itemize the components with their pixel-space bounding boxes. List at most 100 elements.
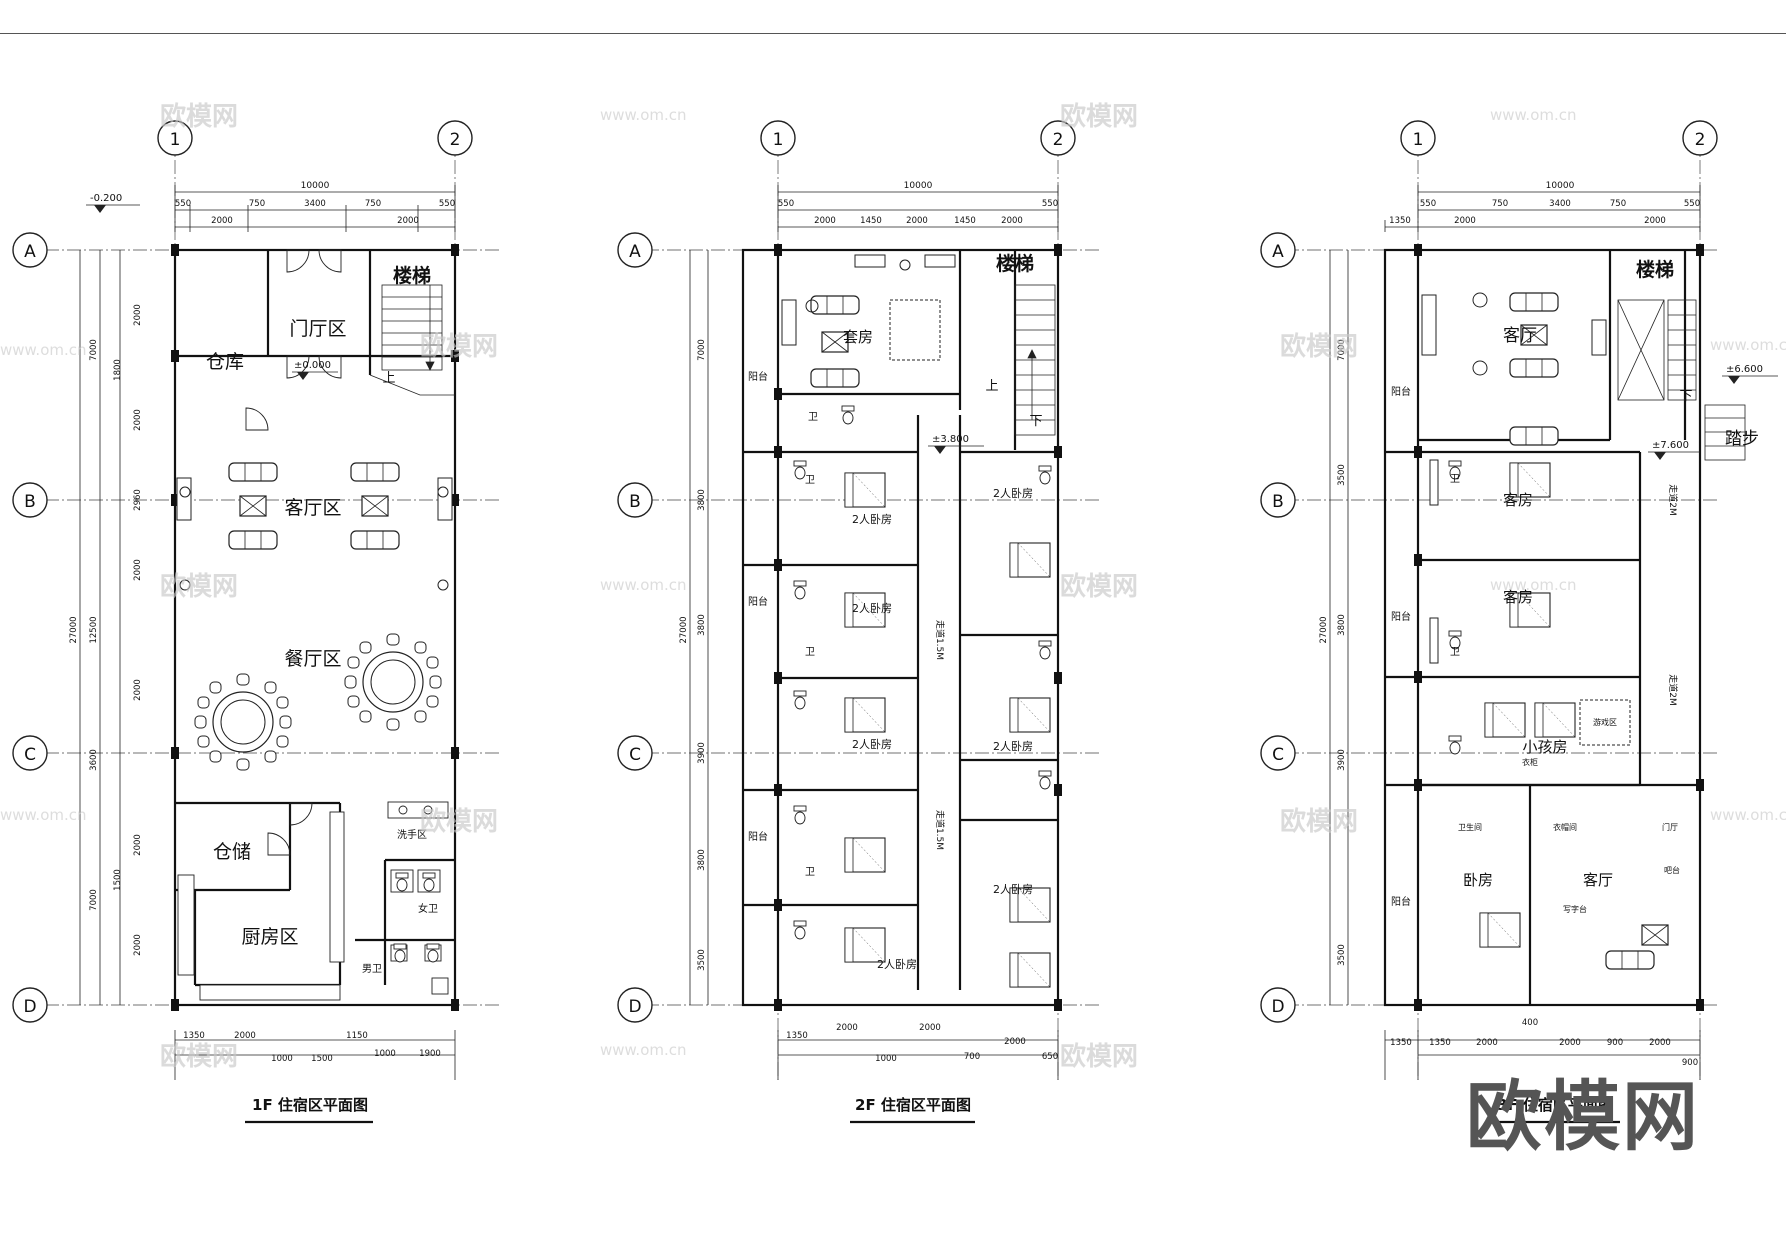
axis-label-c: C	[24, 745, 36, 765]
watermark-brand: 欧模网	[1280, 331, 1358, 362]
axis-label-2: 2	[450, 130, 461, 150]
f3-stairs-down: 下	[1679, 389, 1692, 404]
f2-dim-bottom: 2000	[836, 1023, 858, 1033]
watermark-brand: 欧模网	[1060, 101, 1138, 132]
f3-corridor: 走道2M	[1667, 484, 1679, 516]
f1-elevation-inside: ±0.000	[294, 360, 331, 371]
f1-stairs-up: 上	[382, 371, 395, 386]
f1-dim-bottom: 1350	[183, 1031, 205, 1041]
f3-kids-room: 小孩房	[1522, 738, 1567, 756]
f1-dim-top: 550	[439, 199, 455, 209]
axis-label-b: B	[1272, 492, 1284, 512]
f2-dim-top: 550	[778, 199, 794, 209]
watermark-url: www.om.cn	[0, 806, 87, 824]
f3-elevation-roof: ±6.600	[1726, 364, 1763, 375]
f3-parlor: 客厅	[1583, 871, 1613, 889]
f2-dim-top: 2000	[1001, 216, 1023, 226]
f3-dim-top: 2000	[1454, 216, 1476, 226]
f2-dim-bottom: 700	[964, 1052, 980, 1062]
sheet-border-line	[0, 33, 1786, 34]
f3-dim-top: 750	[1610, 199, 1626, 209]
f2-elevation: ±3.800	[932, 434, 969, 445]
f2-dim-left: 7000	[697, 339, 707, 361]
axis-label-1: 1	[1413, 130, 1424, 150]
f1-dim-left-total: 27000	[69, 616, 79, 643]
f2-dim-left: 3800	[697, 614, 707, 636]
f2-dim-left: 3800	[697, 489, 707, 511]
f3-dim-bottom: 900	[1682, 1058, 1698, 1068]
f1-dim-bottom: 1000	[374, 1049, 396, 1059]
f1-elevation-outside: -0.200	[90, 193, 122, 204]
f2-dim-left: 3800	[697, 849, 707, 871]
f2-dim-bottom: 2000	[1004, 1037, 1026, 1047]
f1-dim-top: 2000	[211, 216, 233, 226]
f1-dim-top: 2000	[397, 216, 419, 226]
f3-balcony: 阳台	[1391, 385, 1411, 398]
f3-dim-bottom: 2000	[1476, 1038, 1498, 1048]
axis-label-1: 1	[773, 130, 784, 150]
axis-label-d: D	[23, 997, 36, 1017]
f2-balcony: 阳台	[748, 595, 768, 608]
watermark-url: www.om.cn	[1710, 336, 1786, 354]
watermark-logo: 欧模网	[1466, 1072, 1700, 1161]
f1-dim-bottom: 1900	[419, 1049, 441, 1059]
f1-dim-left: 2000	[133, 834, 143, 856]
f1-room-dining: 餐厅区	[284, 648, 341, 670]
f2-double-room: 2人卧房	[993, 883, 1033, 896]
f3-entrance: 门厅	[1662, 822, 1678, 832]
f3-dim-top: 3400	[1549, 199, 1571, 209]
watermark-url: www.om.cn	[600, 1041, 687, 1059]
axis-label-d: D	[628, 997, 641, 1017]
f3-wc: 卫	[1450, 647, 1460, 658]
f1-room-washing: 洗手区	[397, 828, 427, 841]
f2-dim-top: 1450	[954, 216, 976, 226]
f3-corridor: 走道2M	[1667, 674, 1679, 706]
axis-label-c: C	[1272, 745, 1284, 765]
f1-dim-left: 7000	[89, 339, 99, 361]
f2-corridor: 走道1.5M	[934, 810, 946, 850]
f1-dim-top: 750	[365, 199, 381, 209]
f1-dim-top: 3400	[304, 199, 326, 209]
f1-dim-top: 750	[249, 199, 265, 209]
f3-dim-bottom: 400	[1522, 1018, 1538, 1028]
f3-balcony: 阳台	[1391, 610, 1411, 623]
f1-dim-top: 550	[175, 199, 191, 209]
watermark-brand: 欧模网	[160, 571, 238, 602]
f2-dim-top: 550	[1042, 199, 1058, 209]
f2-double-room: 2人卧房	[993, 740, 1033, 753]
f2-dim-left-total: 27000	[679, 616, 689, 643]
f2-double-room: 2人卧房	[877, 958, 917, 971]
f3-dim-total: 10000	[1546, 181, 1575, 191]
axis-label-b: B	[24, 492, 36, 512]
axis-label-d: D	[1271, 997, 1284, 1017]
f3-dim-left: 3500	[1337, 944, 1347, 966]
watermark-brand: 欧模网	[160, 101, 238, 132]
f1-room-living: 客厅区	[284, 497, 341, 519]
f3-room-stairs: 楼梯	[1636, 258, 1674, 281]
f1-dim-left: 1500	[113, 869, 123, 891]
f2-balcony: 阳台	[748, 370, 768, 383]
f3-dim-bottom: 900	[1607, 1038, 1623, 1048]
f2-dim-left: 3500	[697, 949, 707, 971]
f2-double-room: 2人卧房	[852, 602, 892, 615]
axis-label-a: A	[629, 242, 641, 262]
f1-dim-left: 2000	[133, 409, 143, 431]
f2-wc: 卫	[805, 647, 815, 658]
watermark-url: www.om.cn	[1490, 106, 1577, 124]
f3-dim-top: 2000	[1644, 216, 1666, 226]
f2-room-stairs: 楼梯	[996, 252, 1034, 275]
floor-plan-3f: 1 2 A B C D 10000 550 750 3400 750 550 1…	[1260, 120, 1778, 1124]
f3-dim-left: 3500	[1337, 464, 1347, 486]
watermark-brand: 欧模网	[420, 331, 498, 362]
watermark-url: www.om.cn	[0, 341, 87, 359]
f1-dim-left: 2000	[133, 304, 143, 326]
f2-corridor: 走道1.5M	[934, 620, 946, 660]
f1-dim-left: 2960	[133, 489, 143, 511]
f2-stairs-down: 下	[1029, 414, 1042, 429]
f1-room-warehouse: 仓库	[206, 351, 244, 373]
floor-plan-2f: 1 2 A B C D 10000 550 550 2000 1450 2000…	[617, 120, 1100, 1124]
f2-dim-left: 3900	[697, 742, 707, 764]
axis-label-c: C	[629, 745, 641, 765]
f1-dim-bottom: 2000	[234, 1031, 256, 1041]
